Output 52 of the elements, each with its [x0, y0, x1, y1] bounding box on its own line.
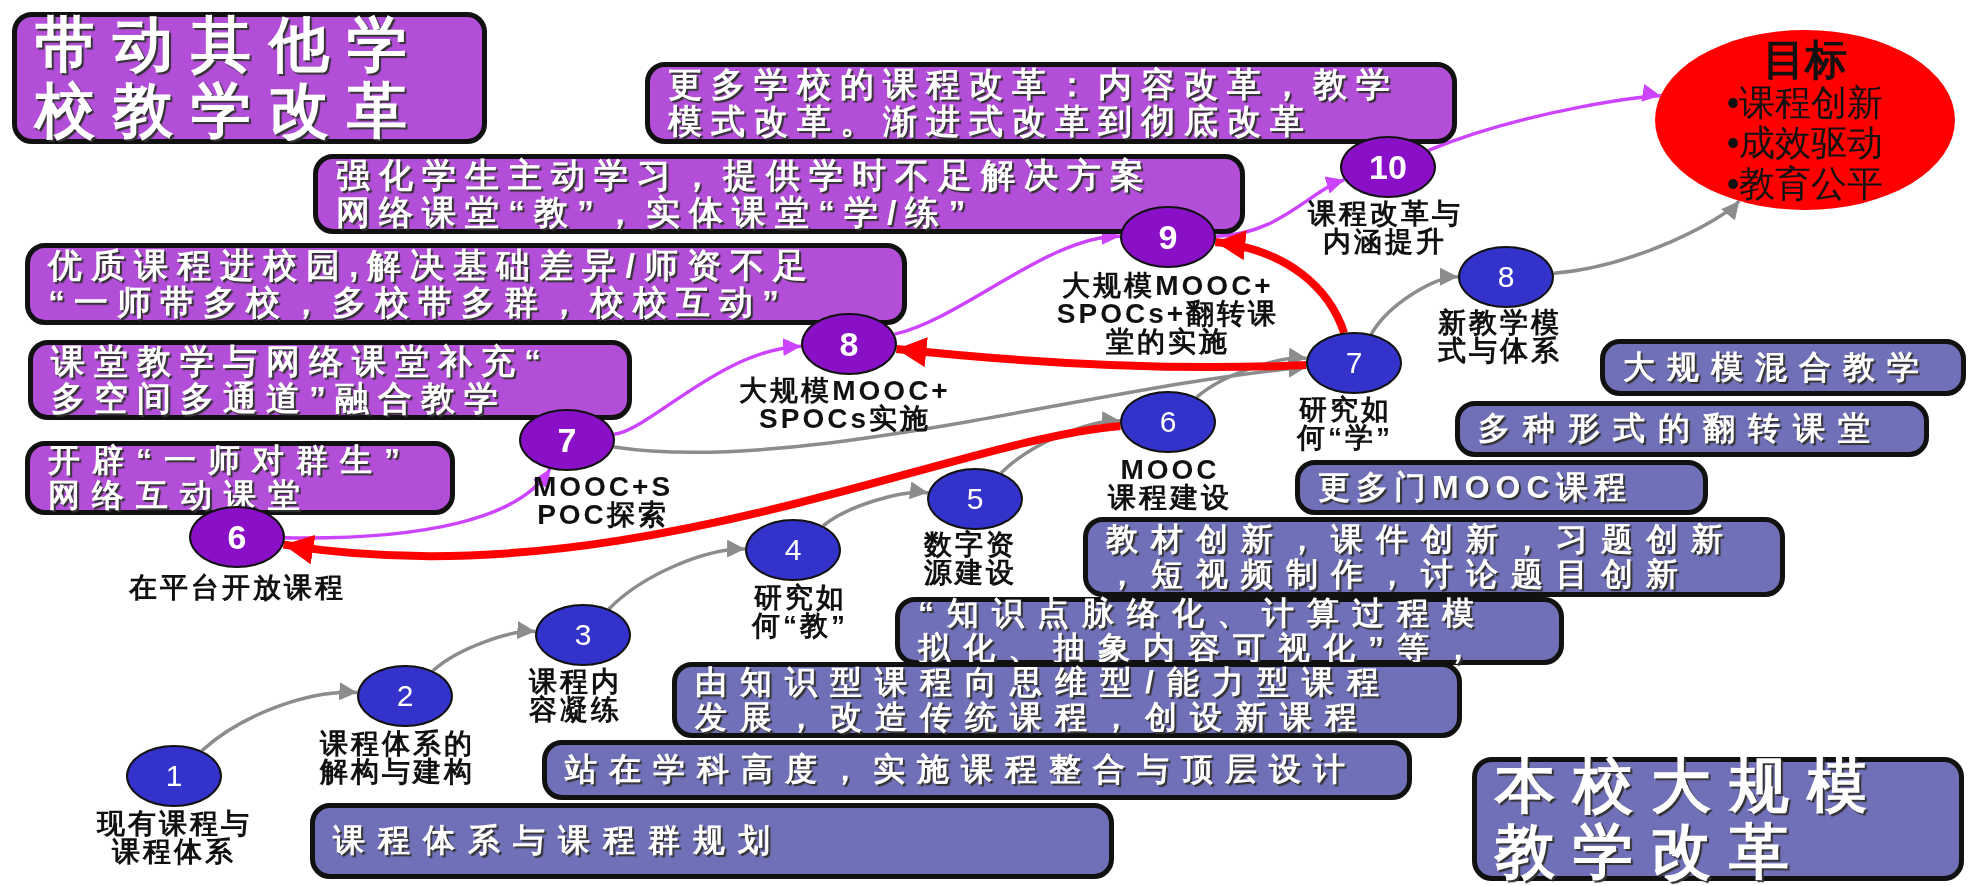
- step-caption: 现有课程与课程体系: [95, 810, 253, 866]
- text-box: 优质课程进校园,解决基础差异/师资不足“一师带多校，多校带多群，校校互动”: [25, 243, 907, 325]
- text-box: 更多学校的课程改革：内容改革，教学模式改革。渐进式改革到彻底改革: [645, 62, 1457, 144]
- text-box: 站在学科高度，实施课程整合与顶层设计: [542, 740, 1412, 800]
- text-box: 带动其他学校教学改革: [12, 12, 487, 144]
- curved-arrow: [1427, 87, 1661, 152]
- step-caption: 课程内容凝练: [527, 668, 623, 724]
- step-circle: 8: [1458, 246, 1554, 308]
- text-box: 教材创新，课件创新，习题创新，短视频制作，讨论题目创新: [1083, 517, 1785, 597]
- text-box: 课堂教学与网络课堂补充“多空间多通道”融合教学: [28, 340, 632, 420]
- step-circle: 4: [745, 519, 841, 581]
- step-caption: 数字资源建设: [922, 531, 1018, 587]
- step-caption: 大规模MOOC+ SPOCs实施: [738, 377, 952, 433]
- step-caption: 在平台开放课程: [127, 574, 347, 602]
- step-circle: 2: [357, 665, 453, 727]
- text-box: 本校大规模教学改革: [1472, 757, 1964, 881]
- step-caption: MOOC课程建设: [1106, 456, 1233, 512]
- curved-arrow: [200, 683, 358, 753]
- step-circle: 6: [1120, 391, 1216, 453]
- step-caption: 课程体系的解构与建构: [318, 730, 476, 786]
- step-caption: 研究如何“教”: [751, 584, 849, 640]
- curved-arrow: [431, 622, 536, 673]
- step-circle: 7: [519, 409, 615, 471]
- text-box: 更多门MOOC课程: [1295, 460, 1708, 515]
- step-caption: 新教学模式与体系: [1436, 309, 1563, 365]
- step-circle: 8: [801, 313, 897, 375]
- step-caption: MOOC+SPOC探索: [531, 473, 675, 529]
- step-circle: 7: [1306, 332, 1402, 394]
- text-box: 课程体系与课程群规划: [310, 803, 1114, 879]
- goal-item: •成效驱动: [1726, 123, 1884, 164]
- curved-arrow: [613, 339, 802, 436]
- goal-heading: 目标: [1763, 36, 1847, 84]
- curved-arrow: [1214, 231, 1348, 335]
- curved-arrow: [822, 482, 929, 528]
- curved-arrow: [895, 337, 1307, 372]
- goal-item: •教育公平: [1726, 163, 1884, 204]
- curved-arrow: [1215, 177, 1345, 238]
- text-box: 大规模混合教学: [1600, 339, 1966, 396]
- curved-arrow: [1553, 199, 1741, 275]
- text-box: 多种形式的翻转课堂: [1455, 401, 1929, 457]
- step-caption: 研究如何“学”: [1296, 396, 1394, 452]
- step-caption: 大规模MOOC+SPOCs+翻转课堂的实施: [1055, 272, 1281, 356]
- step-circle: 9: [1120, 206, 1216, 268]
- curved-arrow: [1195, 348, 1307, 399]
- goal-item: •课程创新: [1726, 83, 1884, 124]
- text-box: 开辟“一师对群生”网络互动课堂: [25, 441, 455, 515]
- step-circle: 10: [1340, 136, 1436, 198]
- step-circle: 1: [126, 745, 222, 807]
- step-circle: 5: [927, 468, 1023, 530]
- curved-arrow: [283, 421, 1121, 563]
- curved-arrow: [607, 540, 746, 611]
- step-circle: 3: [535, 604, 631, 666]
